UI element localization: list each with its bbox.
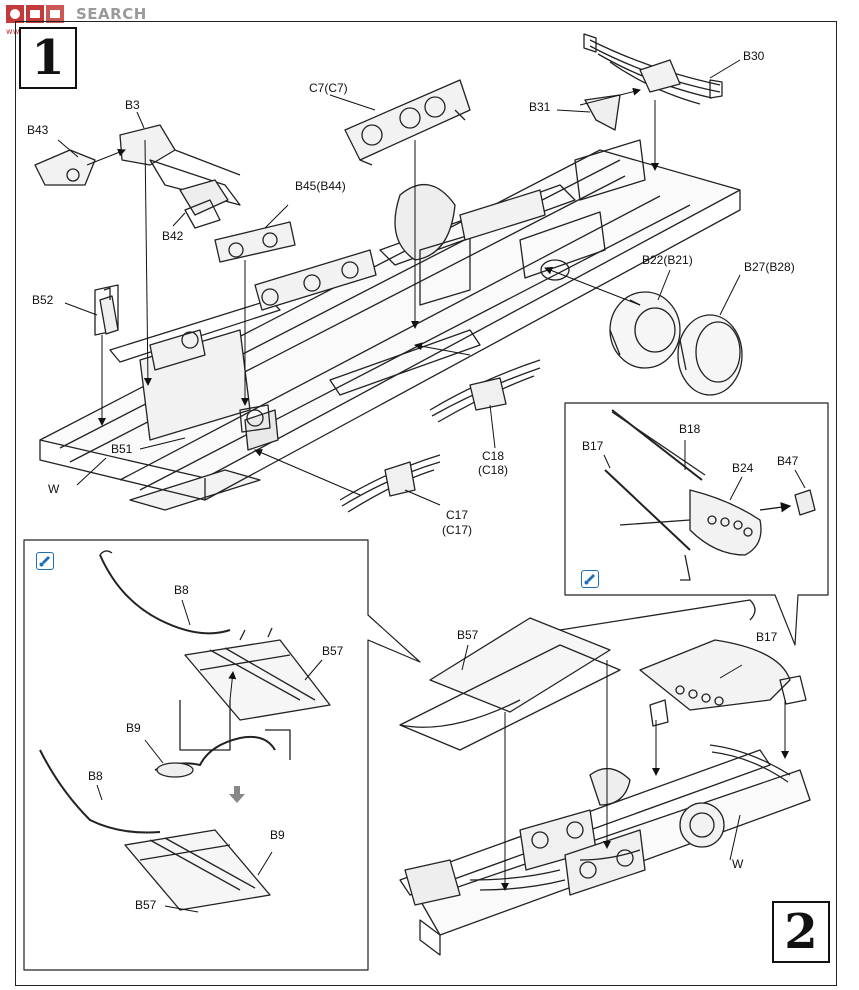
label-b9-top: B9: [126, 721, 141, 735]
label-b57-top: B57: [322, 644, 344, 658]
step-number-2: 2: [772, 901, 830, 963]
chassis-frame-step2: [399, 599, 811, 956]
label-b45: B45(B44): [295, 179, 346, 193]
front-axle-lower: [149, 329, 271, 433]
label-b24: B24: [732, 461, 754, 475]
label-c17: C17: [446, 508, 469, 522]
b52-bracket: [99, 287, 119, 335]
watermark-logo: SEARCH: [4, 2, 147, 26]
label-b17-detail: B17: [582, 439, 604, 453]
leaf-spring-c17: [339, 454, 441, 513]
label-b22: B22(B21): [642, 253, 693, 267]
chassis-frame-step1: [39, 139, 741, 511]
step2-leaders: [461, 644, 789, 891]
label-b42: B42: [162, 229, 184, 243]
paint-brush-info-icon: [36, 552, 54, 570]
label-b43: B43: [27, 123, 49, 137]
label-b17-step2: B17: [756, 630, 778, 644]
step1-leaders: [57, 59, 741, 506]
detail-box-b24-leaders: [603, 440, 806, 501]
detail-box-b57-leaders: [96, 599, 323, 913]
axle-parts-b3: [34, 124, 241, 229]
label-c18: C18: [482, 449, 505, 463]
page-frame: [15, 21, 837, 986]
label-c17-paren: (C17): [442, 523, 473, 537]
label-c7: C7(C7): [309, 81, 348, 95]
leaf-spring-b30: [583, 33, 723, 105]
label-b27: B27(B28): [744, 260, 795, 274]
b31-shackle: [584, 94, 621, 131]
c7-axle-part: [344, 79, 471, 166]
label-w-step1: W: [48, 482, 60, 496]
label-b18: B18: [679, 422, 701, 436]
label-b3: B3: [125, 98, 140, 112]
leaf-spring-c18: [429, 359, 541, 423]
label-b30: B30: [743, 49, 765, 63]
label-b57-bottom: B57: [135, 898, 157, 912]
label-b57-step2: B57: [457, 628, 479, 642]
label-c18-paren: (C18): [478, 463, 509, 477]
detail-box-b57: [23, 539, 421, 971]
step-number-1: 1: [19, 27, 77, 89]
watermark-logo-icon: [6, 5, 64, 23]
paint-brush-info-icon-2: [581, 570, 599, 588]
watermark-text: SEARCH: [76, 5, 147, 23]
label-w-step2: W: [732, 857, 744, 871]
brake-drum-b22: [609, 291, 681, 369]
label-b9-bottom: B9: [270, 828, 285, 842]
label-b51: B51: [111, 442, 133, 456]
label-b8-top: B8: [174, 583, 189, 597]
brake-drum-b27: [677, 314, 743, 396]
b45-axle-part: [214, 221, 377, 311]
label-b47: B47: [777, 454, 799, 468]
label-b8-bottom: B8: [88, 769, 103, 783]
detail-box-b24: [564, 402, 829, 646]
label-b52: B52: [32, 293, 54, 307]
down-arrow-icon: [229, 786, 245, 803]
label-b31: B31: [529, 100, 551, 114]
